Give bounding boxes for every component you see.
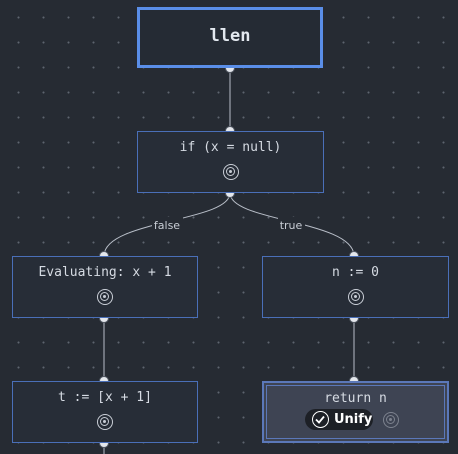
eval-node-label: Evaluating: x + 1 bbox=[38, 265, 172, 280]
unify-label: Unify bbox=[334, 412, 373, 427]
if-node-label: if (x = null) bbox=[179, 140, 282, 155]
edge-label-false: false bbox=[154, 219, 180, 232]
return-n-node[interactable]: return n Unify bbox=[262, 381, 449, 443]
eval-node[interactable]: Evaluating: x + 1 bbox=[12, 256, 198, 318]
root-node-label: llen bbox=[209, 26, 251, 46]
root-node-llen[interactable]: llen bbox=[137, 7, 323, 68]
assign-t-label: t := [x + 1] bbox=[58, 390, 152, 405]
check-circle-icon bbox=[312, 411, 329, 428]
target-icon[interactable] bbox=[97, 414, 113, 430]
target-icon[interactable] bbox=[383, 412, 399, 428]
unify-button[interactable]: Unify bbox=[305, 409, 373, 430]
target-icon[interactable] bbox=[347, 289, 364, 305]
target-icon[interactable] bbox=[97, 289, 113, 305]
assign-n-node[interactable]: n := 0 bbox=[262, 256, 449, 318]
assign-n-label: n := 0 bbox=[332, 265, 379, 280]
target-icon[interactable] bbox=[222, 164, 239, 180]
if-node[interactable]: if (x = null) bbox=[137, 131, 324, 193]
assign-t-node[interactable]: t := [x + 1] bbox=[12, 381, 198, 443]
return-n-label: return n bbox=[324, 391, 387, 406]
edge-label-true: true bbox=[280, 219, 303, 232]
